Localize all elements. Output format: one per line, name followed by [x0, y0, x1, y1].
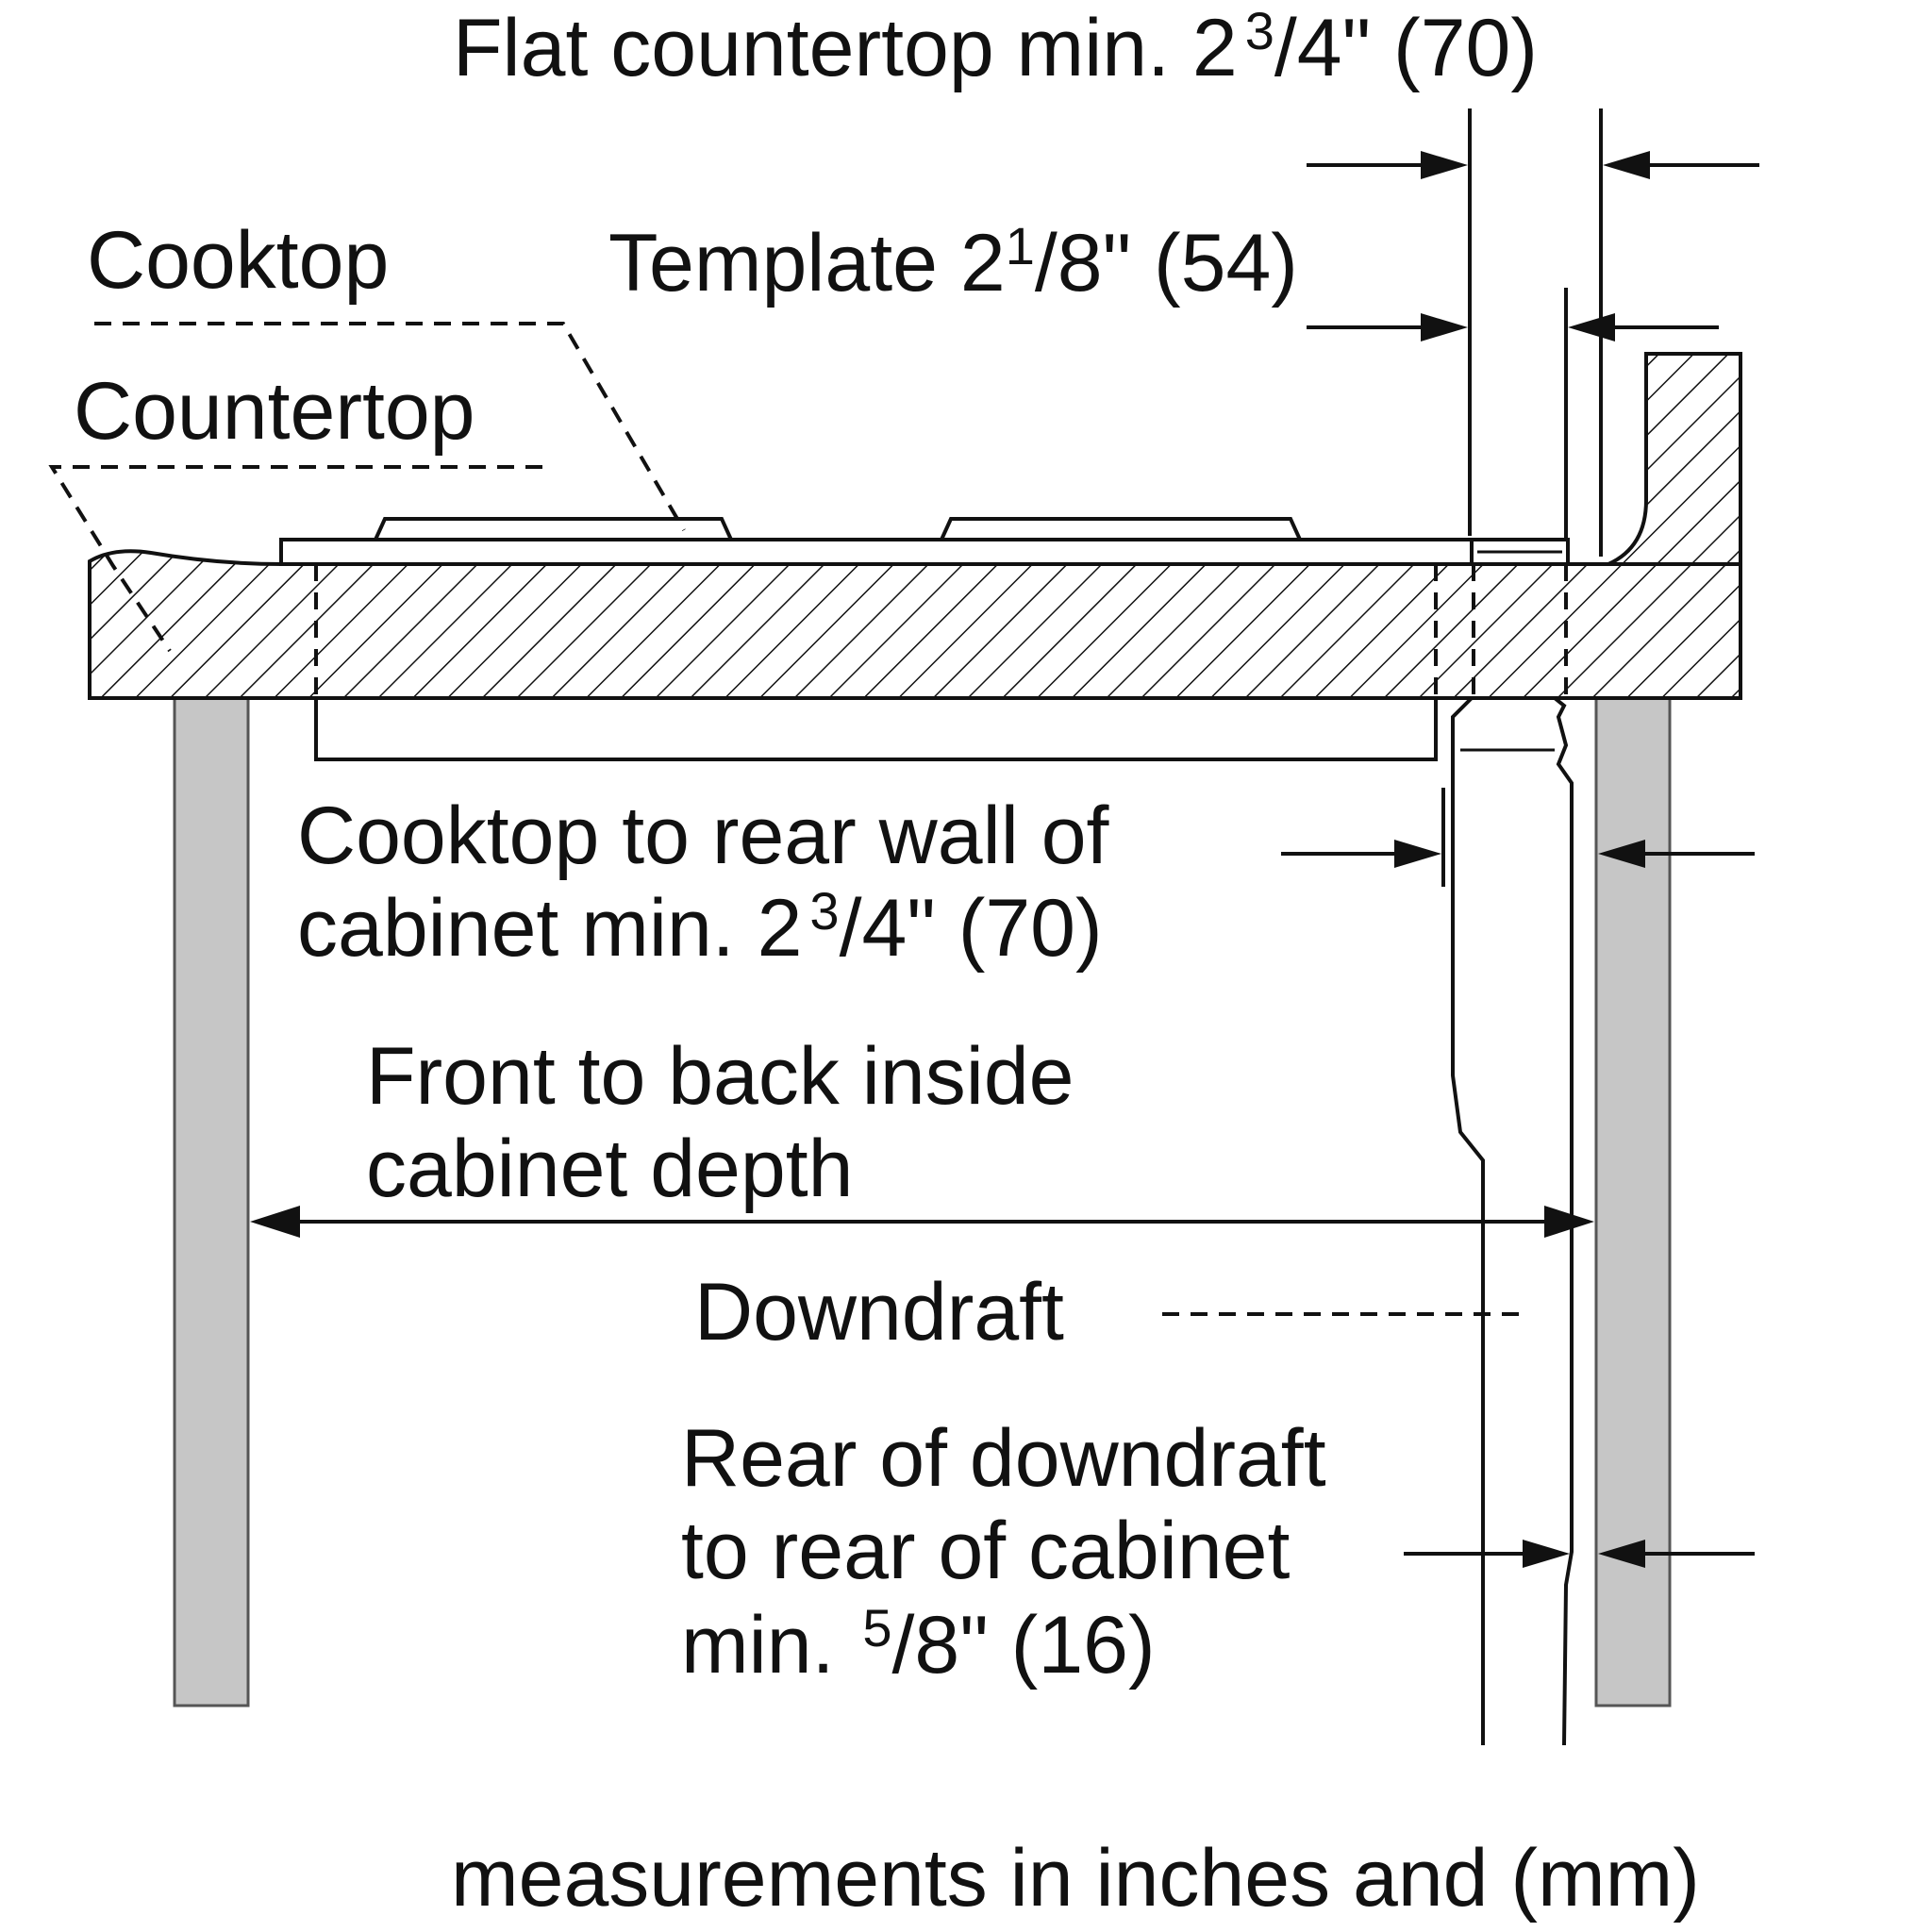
- countertop-label: Countertop: [74, 366, 475, 457]
- downdraft-body-rear: [1553, 696, 1574, 1746]
- arrow-rear-downdraft-right: [1598, 1540, 1645, 1568]
- rear-downdraft-line2: to rear of cabinet: [681, 1506, 1290, 1596]
- arrow-flat-left: [1421, 151, 1468, 179]
- cabinet-front-panel: [173, 696, 250, 1707]
- front-to-back-line2: cabinet depth: [366, 1124, 853, 1214]
- cooktop-leader: [94, 322, 686, 532]
- rear-downdraft-line1: Rear of downdraft: [681, 1413, 1326, 1504]
- arrow-cooktop-rear-right: [1598, 840, 1645, 868]
- backsplash: [1607, 352, 1742, 566]
- countertop-leader: [48, 465, 542, 653]
- cooktop-body: [314, 698, 1438, 761]
- arrow-rear-downdraft-left: [1523, 1540, 1570, 1568]
- arrow-template-left: [1421, 313, 1468, 341]
- countertop-slab: [88, 549, 1742, 700]
- rear-downdraft-line3: min. 5/8" (16): [681, 1598, 1156, 1690]
- units-note: measurements in inches and (mm): [451, 1833, 1700, 1924]
- arrow-depth-left: [250, 1206, 300, 1238]
- arrow-flat-right: [1603, 151, 1650, 179]
- arrow-depth-right: [1544, 1206, 1594, 1238]
- front-to-back-line1: Front to back inside: [366, 1031, 1074, 1122]
- cooktop-label: Cooktop: [87, 215, 389, 306]
- arrow-template-right: [1568, 313, 1615, 341]
- downdraft-body-front: [1451, 696, 1485, 1745]
- cooktop-burner-right: [940, 517, 1302, 541]
- cooktop-burner-left: [374, 517, 733, 541]
- template-label: Template 21/8" (54): [608, 216, 1298, 308]
- arrow-cooktop-rear-left: [1394, 840, 1441, 868]
- cabinet-rear-panel: [1594, 696, 1672, 1707]
- cooktop-plate: [279, 538, 1474, 566]
- downdraft-label: Downdraft: [694, 1267, 1064, 1357]
- cooktop-to-rear-line1: Cooktop to rear wall of: [297, 791, 1110, 881]
